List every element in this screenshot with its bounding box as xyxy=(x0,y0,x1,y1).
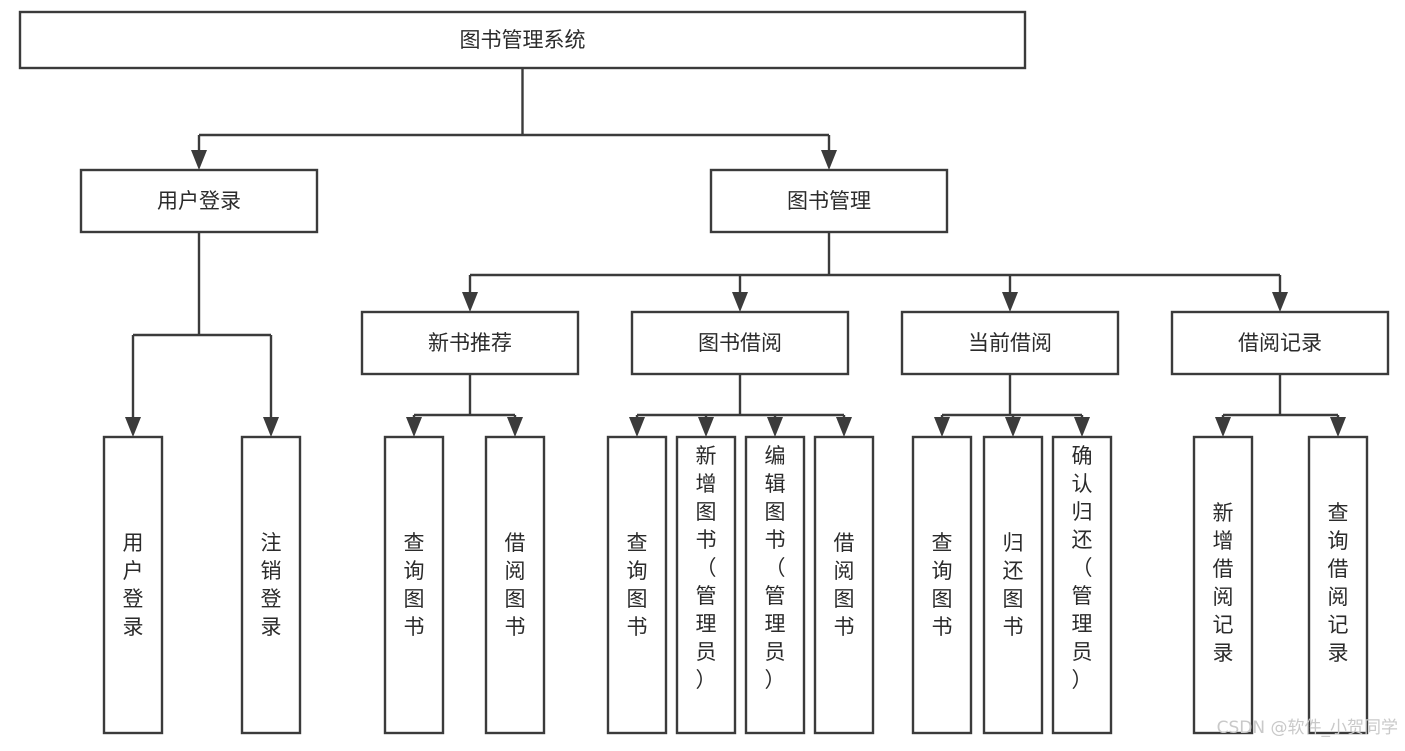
leaf-box-leaf-user-logout xyxy=(240,435,302,735)
leaf-node-leaf-return-book[interactable]: 归还图书 xyxy=(982,435,1044,735)
leaf-node-leaf-query-book-2[interactable]: 查询图书 xyxy=(606,435,668,735)
watermark-label: CSDN @软件_小贺同学 xyxy=(1217,718,1398,738)
arrowhead-book-borrow xyxy=(732,292,748,312)
leaf-node-leaf-borrow-book-2[interactable]: 借阅图书 xyxy=(813,435,875,735)
arrowhead-leaf-add-record xyxy=(1215,417,1231,437)
leaf-label-leaf-query-book-3: 查询图书 xyxy=(932,531,953,639)
node-label-new-book-rec: 新书推荐 xyxy=(428,331,512,355)
leaf-node-leaf-borrow-book-1[interactable]: 借阅图书 xyxy=(484,435,546,735)
node-book-manage[interactable]: 图书管理 xyxy=(709,168,949,234)
node-root[interactable]: 图书管理系统 xyxy=(18,10,1027,70)
arrowhead-leaf-query-record xyxy=(1330,417,1346,437)
arrowhead-user-login xyxy=(191,150,207,170)
leaf-box-leaf-borrow-book-1 xyxy=(484,435,546,735)
leaf-box-leaf-query-book-2 xyxy=(606,435,668,735)
leaf-node-leaf-confirm-return[interactable]: 确认归还（管理员） xyxy=(1051,435,1113,735)
arrowhead-current-borrow xyxy=(1002,292,1018,312)
node-box-book-manage xyxy=(709,168,949,234)
arrowhead-leaf-edit-book xyxy=(767,417,783,437)
node-label-user-login: 用户登录 xyxy=(157,189,241,213)
node-label-root: 图书管理系统 xyxy=(460,28,586,52)
leaf-node-leaf-edit-book[interactable]: 编辑图书（管理员） xyxy=(744,435,806,735)
leaf-box-leaf-query-record xyxy=(1307,435,1369,735)
leaf-box-leaf-return-book xyxy=(982,435,1044,735)
leaf-label-leaf-query-record: 查询借阅记录 xyxy=(1328,501,1349,665)
node-book-borrow[interactable]: 图书借阅 xyxy=(630,310,850,376)
node-label-current-borrow: 当前借阅 xyxy=(968,331,1052,355)
node-box-current-borrow xyxy=(900,310,1120,376)
leaf-node-leaf-add-book[interactable]: 新增图书（管理员） xyxy=(675,435,737,735)
leaf-label-leaf-borrow-book-1: 借阅图书 xyxy=(505,531,526,639)
node-box-root xyxy=(18,10,1027,70)
node-layer: 图书管理系统用户登录图书管理新书推荐图书借阅当前借阅借阅记录用户登录注销登录查询… xyxy=(18,10,1390,735)
leaf-label-leaf-user-logout: 注销登录 xyxy=(261,531,282,639)
arrowhead-leaf-borrow-book-2 xyxy=(836,417,852,437)
leaf-label-leaf-user-login: 用户登录 xyxy=(123,531,144,639)
arrowhead-borrow-record xyxy=(1272,292,1288,312)
leaf-node-leaf-user-login[interactable]: 用户登录 xyxy=(102,435,164,735)
arrowhead-leaf-query-book-3 xyxy=(934,417,950,437)
arrowhead-new-book-rec xyxy=(462,292,478,312)
node-label-borrow-record: 借阅记录 xyxy=(1238,331,1322,355)
leaf-box-leaf-confirm-return xyxy=(1051,435,1113,735)
leaf-box-leaf-user-login xyxy=(102,435,164,735)
arrowhead-leaf-user-logout xyxy=(263,417,279,437)
node-current-borrow[interactable]: 当前借阅 xyxy=(900,310,1120,376)
node-box-book-borrow xyxy=(630,310,850,376)
leaf-label-leaf-add-book: 新增图书（管理员） xyxy=(696,444,717,692)
node-new-book-rec[interactable]: 新书推荐 xyxy=(360,310,580,376)
leaf-node-leaf-add-record[interactable]: 新增借阅记录 xyxy=(1192,435,1254,735)
leaf-node-leaf-query-book-1[interactable]: 查询图书 xyxy=(383,435,445,735)
leaf-box-leaf-query-book-3 xyxy=(911,435,973,735)
leaf-label-leaf-add-record: 新增借阅记录 xyxy=(1213,501,1234,665)
leaf-label-leaf-confirm-return: 确认归还（管理员） xyxy=(1072,444,1093,692)
leaf-box-leaf-borrow-book-2 xyxy=(813,435,875,735)
leaf-label-leaf-query-book-1: 查询图书 xyxy=(404,531,425,639)
node-label-book-borrow: 图书借阅 xyxy=(698,331,782,355)
leaf-box-leaf-add-book xyxy=(675,435,737,735)
connector-layer xyxy=(125,68,1346,437)
leaf-box-leaf-edit-book xyxy=(744,435,806,735)
leaf-node-leaf-query-book-3[interactable]: 查询图书 xyxy=(911,435,973,735)
node-box-new-book-rec xyxy=(360,310,580,376)
node-borrow-record[interactable]: 借阅记录 xyxy=(1170,310,1390,376)
arrowhead-book-manage xyxy=(821,150,837,170)
node-box-borrow-record xyxy=(1170,310,1390,376)
arrowhead-leaf-user-login xyxy=(125,417,141,437)
arrowhead-leaf-confirm-return xyxy=(1074,417,1090,437)
arrowhead-leaf-borrow-book-1 xyxy=(507,417,523,437)
leaf-label-leaf-query-book-2: 查询图书 xyxy=(627,531,648,639)
leaf-label-leaf-return-book: 归还图书 xyxy=(1003,531,1024,639)
arrowhead-leaf-query-book-1 xyxy=(406,417,422,437)
arrowhead-leaf-return-book xyxy=(1005,417,1021,437)
node-box-user-login xyxy=(79,168,319,234)
leaf-node-leaf-user-logout[interactable]: 注销登录 xyxy=(240,435,302,735)
node-user-login[interactable]: 用户登录 xyxy=(79,168,319,234)
leaf-node-leaf-query-record[interactable]: 查询借阅记录 xyxy=(1307,435,1369,735)
node-label-book-manage: 图书管理 xyxy=(787,189,871,213)
leaf-label-leaf-borrow-book-2: 借阅图书 xyxy=(834,531,855,639)
leaf-box-leaf-query-book-1 xyxy=(383,435,445,735)
leaf-box-leaf-add-record xyxy=(1192,435,1254,735)
arrowhead-leaf-query-book-2 xyxy=(629,417,645,437)
leaf-label-leaf-edit-book: 编辑图书（管理员） xyxy=(765,444,786,692)
arrowhead-leaf-add-book xyxy=(698,417,714,437)
